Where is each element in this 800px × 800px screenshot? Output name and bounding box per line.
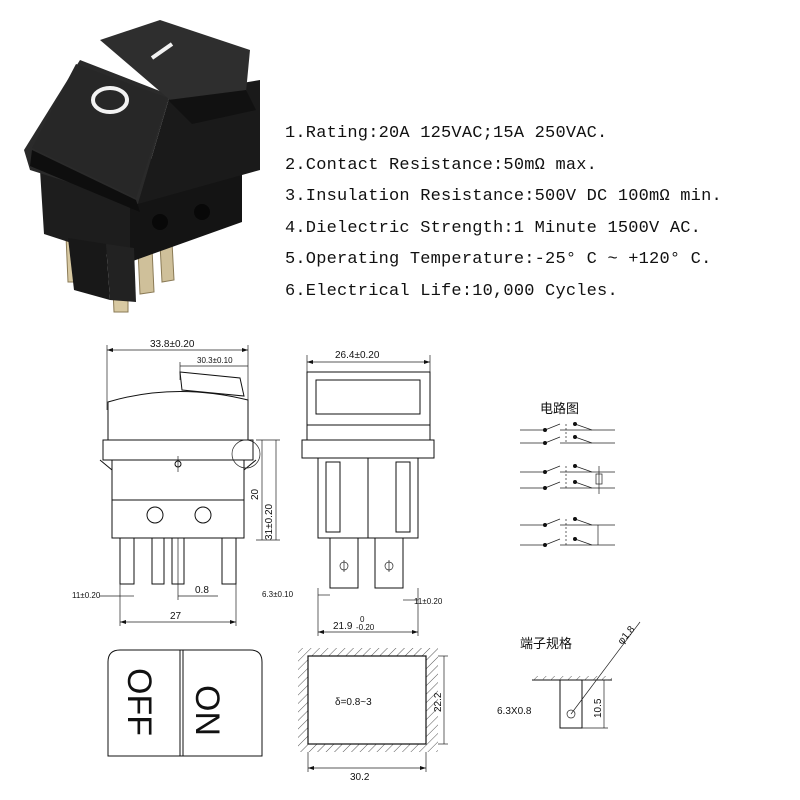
terminal-title: 端子规格 — [520, 636, 572, 652]
dim-width-outer: 33.8±0.20 — [150, 339, 195, 350]
terminal-spec: 端子规格 φ1.8 6.3X0.8 10.5 — [497, 621, 641, 729]
switch-photo — [24, 20, 260, 313]
spec-item: 3.Insulation Resistance:500V DC 100mΩ mi… — [285, 187, 722, 207]
spec-item: 1.Rating:20A 125VAC;15A 250VAC. — [285, 124, 608, 143]
dim-height-total: 31±0.20 — [264, 503, 275, 540]
dim-side-bottom-right: 11±0.20 — [414, 597, 443, 606]
dim-side-width-top: 26.4±0.20 — [335, 350, 380, 361]
dim-width-actuator: 30.3±0.10 — [197, 356, 233, 365]
dim-bottom-left: 11±0.20 — [72, 591, 101, 600]
dim-terminal-width: 6.3±0.10 — [262, 590, 294, 599]
circuit-diagram: 电路图 — [520, 401, 615, 547]
dim-height-upper: 20 — [250, 488, 261, 500]
terminal-length: 10.5 — [593, 698, 604, 718]
terminal-hole: φ1.8 — [616, 624, 638, 647]
off-label: OFF — [120, 668, 158, 736]
spec-item: 6.Electrical Life:10,000 Cycles. — [285, 281, 618, 301]
dim-tol-lower: -0.20 — [356, 623, 375, 632]
on-symbol-icon — [150, 42, 174, 60]
on-label: ON — [188, 685, 226, 736]
side-view: 26.4±0.20 6.3±0.10 11±0.20 — [262, 350, 443, 636]
circuit-title: 电路图 — [540, 401, 579, 417]
spec-item: 5.Operating Temperature:-25° C ~ +120° C… — [285, 250, 712, 270]
spec-item: 4.Dielectric Strength:1 Minute 1500V AC. — [285, 218, 702, 238]
dim-side-bottom-width: 21.9 — [333, 621, 353, 632]
panel-width: 30.2 — [350, 772, 370, 783]
spec-list: 1.Rating:20A 125VAC;15A 250VAC. 2.Contac… — [285, 118, 722, 308]
dim-bottom-gap: 0.8 — [195, 585, 209, 596]
spec-item: 2.Contact Resistance:50mΩ max. — [285, 155, 598, 175]
panel-cutout: δ=0.8~3 22.2 30.2 — [298, 648, 448, 783]
terminal-size: 6.3X0.8 — [497, 706, 532, 717]
dim-tol-upper: 0 — [360, 615, 365, 624]
panel-height: 22.2 — [433, 692, 444, 712]
dim-bottom-width: 27 — [170, 611, 182, 622]
actuator-face: OFF ON — [107, 649, 263, 757]
panel-thickness: δ=0.8~3 — [335, 697, 372, 708]
off-symbol-icon — [91, 86, 129, 114]
front-view: 33.8±0.20 30.3±0.10 — [72, 339, 280, 626]
